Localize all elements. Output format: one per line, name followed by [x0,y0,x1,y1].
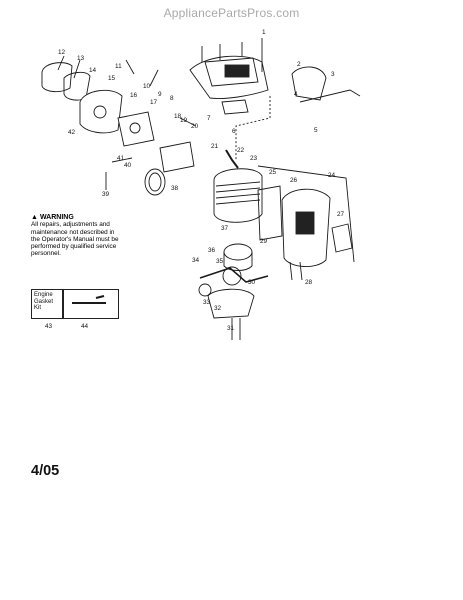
crankshaft [199,267,269,283]
callout-34: 34 [192,257,200,264]
callout-36: 36 [208,247,216,254]
warning-title: WARNING [39,214,74,221]
callout-30: 30 [248,279,256,286]
callout-24: 24 [328,172,336,179]
callout-1: 1 [262,29,266,36]
callout-4: 4 [294,91,298,98]
callout-6: 6 [232,128,236,135]
callout-37: 37 [221,225,229,232]
gasket-kit-box: Engine Gasket Kit [31,289,63,319]
callout-7: 7 [207,115,211,122]
callout-16: 16 [130,92,138,99]
callout-10: 10 [143,83,151,90]
callout-2: 2 [297,61,301,68]
warning-triangle-icon: ▲ [31,214,38,221]
intake-boot [144,168,166,196]
callout-41: 41 [117,155,125,162]
callout-38: 38 [171,185,179,192]
callout-17: 17 [150,99,158,106]
callout-32: 32 [214,305,222,312]
kit-line-3: Kit [34,305,42,311]
warning-line-3: the Operator's Manual must be [31,235,119,243]
cylinder [213,168,263,223]
carburetor [117,111,155,147]
warning-heading: ▲WARNING [31,214,139,221]
callout-15: 15 [108,75,116,82]
callout-44: 44 [81,323,89,330]
callout-33: 33 [203,299,211,306]
callout-9: 9 [158,91,162,98]
brake-housing [79,89,123,134]
callout-8: 8 [170,95,174,102]
callout-21: 21 [211,143,219,150]
piston [223,243,253,261]
callout-43: 43 [45,323,53,330]
crankcase [207,288,255,319]
callout-19: 19 [180,117,188,124]
callout-3: 3 [331,71,335,78]
callout-23: 23 [250,155,258,162]
callout-18: 18 [174,113,182,120]
callout-13: 13 [77,55,85,62]
callout-42: 42 [68,129,76,136]
callout-27: 27 [337,211,345,218]
warning-line-4: performed by qualified service [31,243,117,251]
callout-14: 14 [89,67,97,74]
callout-40: 40 [124,162,132,169]
callout-20: 20 [191,123,199,130]
date-code: 4/05 [31,463,60,479]
callout-29: 29 [260,238,268,245]
warning-line-5: personnel. [31,250,61,258]
warning-notice: ▲WARNING All repairs, adjustments and ma… [31,214,139,258]
watermark: AppliancePartsPros.com [163,6,300,20]
callout-28: 28 [305,279,313,286]
callout-25: 25 [269,169,277,176]
callout-22: 22 [237,147,245,154]
tool-box [63,289,119,319]
callout-35: 35 [216,258,224,265]
callout-labels: 1 2 3 4 5 6 7 8 9 10 11 12 13 14 15 16 1… [45,29,345,332]
callout-31: 31 [227,325,235,332]
kit-line-1: Engine [34,292,53,298]
warning-line-1: All repairs, adjustments and [31,221,110,229]
side-cover [41,62,73,93]
callout-5: 5 [314,127,318,134]
callout-12: 12 [58,49,66,56]
callout-26: 26 [290,177,298,184]
ignition-coil [291,66,327,101]
callout-39: 39 [102,191,110,198]
kit-line-2: Gasket [34,298,54,305]
warning-line-2: maintenance not described in [31,228,115,236]
filter-panel [221,99,249,115]
callout-11: 11 [115,63,122,70]
